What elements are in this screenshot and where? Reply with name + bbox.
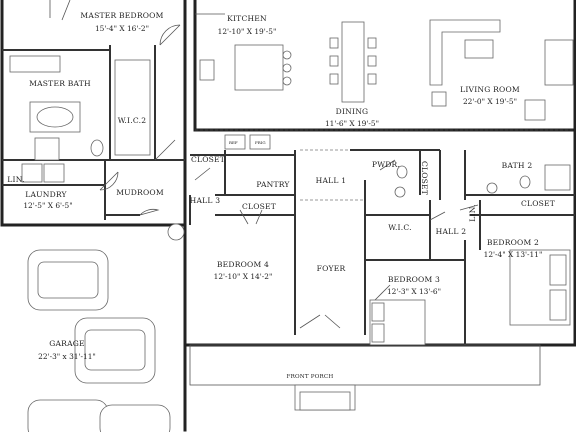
powder-fixtures — [394, 165, 408, 198]
bedroom-2-dims: 12'-4" X 13'-11" — [484, 250, 543, 259]
bedroom-4-dims: 12'-10" X 14'-2" — [214, 272, 273, 281]
pwdr-label: PWDR. — [372, 160, 400, 169]
living-sofa — [429, 19, 574, 121]
kitchen-label: KITCHEN — [227, 14, 267, 23]
master-bedroom-label: MASTER BEDROOM — [80, 11, 163, 20]
closet-pwdr-label: CLOSET — [420, 161, 429, 195]
hall-1-label: HALL 1 — [316, 176, 347, 185]
master-bath-fixtures — [9, 55, 151, 161]
foyer-label: FOYER — [317, 264, 346, 273]
garage-cars — [27, 249, 171, 432]
door-swings — [49, 0, 479, 329]
closet-mud-label: CLOSET — [191, 155, 225, 164]
hall-3-label: HALL 3 — [190, 196, 221, 205]
living-room-label: LIVING ROOM — [460, 85, 520, 94]
master-bedroom-dims: 15'-4" X 16'-2" — [95, 24, 149, 33]
closet-bed2-label: CLOSET — [521, 199, 555, 208]
master-bath-label: MASTER BATH — [29, 79, 91, 88]
fridge-label: FRIG — [255, 140, 266, 145]
laundry-fixtures — [21, 163, 65, 183]
dashed-openings — [195, 129, 575, 201]
bedroom-3-bed — [369, 299, 426, 346]
ref-label: REF — [229, 140, 238, 145]
bath-2-fixtures — [486, 164, 571, 194]
wic-2-label: W.I.C.2 — [118, 116, 147, 125]
mudroom-label: MUDROOM — [116, 188, 164, 197]
closet-bed4-label: CLOSET — [242, 202, 276, 211]
bath-2-label: BATH 2 — [502, 161, 533, 170]
lin-label: LIN. — [7, 175, 24, 184]
front-porch-label: FRONT PORCH — [286, 374, 333, 380]
garage-label: GARAGE — [49, 339, 85, 348]
bedroom-2-label: BEDROOM 2 — [487, 238, 539, 247]
wic-label: W.I.C. — [388, 223, 411, 232]
bedroom-3-dims: 12'-3" X 13'-6" — [387, 287, 441, 296]
front-porch-structure — [189, 344, 541, 411]
pantry-label: PANTRY — [256, 180, 290, 189]
room-labels: MASTER BEDROOM 15'-4" X 16'-2" KITCHEN 1… — [7, 11, 555, 380]
kitchen-island — [199, 44, 292, 91]
kitchen-counters — [195, 13, 271, 150]
living-room-dims: 22'-0" X 19'-5" — [463, 97, 517, 106]
laundry-dims: 12'-5" X 6'-5" — [23, 201, 72, 210]
dining-label: DINING — [336, 107, 369, 116]
laundry-label: LAUNDRY — [25, 190, 67, 199]
hall-2-label: HALL 2 — [436, 227, 467, 236]
bedroom-3-label: BEDROOM 3 — [388, 275, 440, 284]
interior-walls — [2, 45, 575, 345]
dining-table — [329, 21, 377, 103]
garage-dims: 22'-3" x 31'-11" — [38, 352, 96, 361]
water-heater — [167, 223, 185, 241]
lin-2-label: LIN. — [468, 204, 477, 221]
bedroom-2-bed — [509, 249, 571, 326]
dining-dims: 11'-6" X 19'-5" — [325, 119, 379, 128]
bedroom-4-label: BEDROOM 4 — [217, 260, 269, 269]
kitchen-dims: 12'-10" X 19'-5" — [218, 27, 277, 36]
